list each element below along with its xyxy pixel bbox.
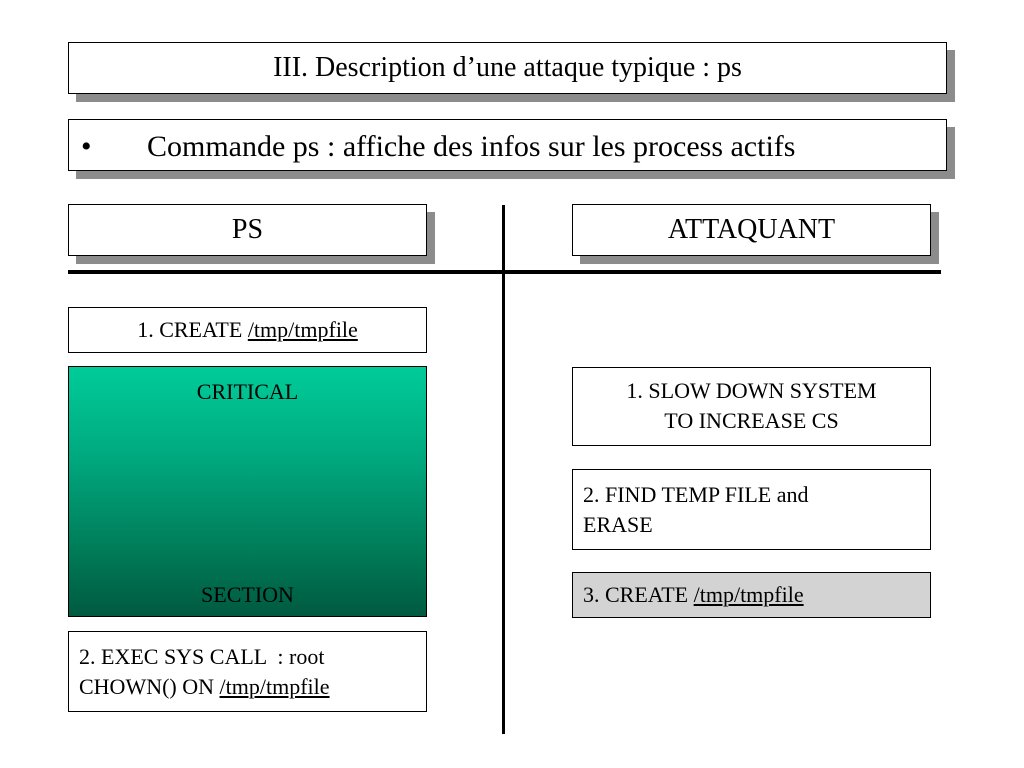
ps-step2-line1: 2. EXEC SYS CALL : root (79, 644, 325, 669)
ps-step2-line2: CHOWN() ON /tmp/tmpfile (79, 672, 416, 702)
bullet-icon: • (81, 130, 92, 163)
ps-step-create-file: 1. CREATE /tmp/tmpfile (68, 307, 427, 353)
attacker-header-label: ATTAQUANT (667, 214, 836, 245)
ps-step2-line2-prefix: CHOWN() ON (79, 674, 220, 699)
attacker-column-header: ATTAQUANT (572, 204, 931, 256)
attacker-step-create-file: 3. CREATE /tmp/tmpfile (572, 572, 931, 618)
subtitle-text: Commande ps : affiche des infos sur les … (147, 130, 796, 163)
vertical-divider (502, 205, 505, 734)
slide-title: III. Description d’une attaque typique :… (68, 42, 947, 94)
slide-title-text: III. Description d’une attaque typique :… (273, 52, 742, 83)
attacker-step-slow-down: 1. SLOW DOWN SYSTEM TO INCREASE CS (572, 367, 931, 446)
ps-header-label: PS (231, 214, 264, 245)
ps-column-header: PS (68, 204, 427, 256)
critical-label: CRITICAL (196, 379, 299, 404)
attacker-step2-line1: 2. FIND TEMP FILE and (583, 482, 809, 507)
ps-step-exec-syscall: 2. EXEC SYS CALL : root CHOWN() ON /tmp/… (68, 631, 427, 712)
attacker-step1-line1: 1. SLOW DOWN SYSTEM (626, 378, 877, 403)
attacker-step3-label: 3. CREATE (583, 582, 694, 607)
ps-step1-path: /tmp/tmpfile (247, 317, 358, 342)
critical-section-box: CRITICAL SECTION (68, 366, 427, 617)
attacker-step2-line2: ERASE (583, 512, 653, 537)
attacker-step3-path: /tmp/tmpfile (693, 582, 804, 607)
subtitle-bullet-box: • Commande ps : affiche des infos sur le… (68, 119, 947, 171)
attacker-step1-line2: TO INCREASE CS (664, 408, 839, 433)
attacker-step-find-erase: 2. FIND TEMP FILE and ERASE (572, 469, 931, 550)
ps-step1-label: 1. CREATE (137, 317, 248, 342)
ps-step2-path: /tmp/tmpfile (219, 674, 330, 699)
section-label: SECTION (201, 582, 294, 607)
